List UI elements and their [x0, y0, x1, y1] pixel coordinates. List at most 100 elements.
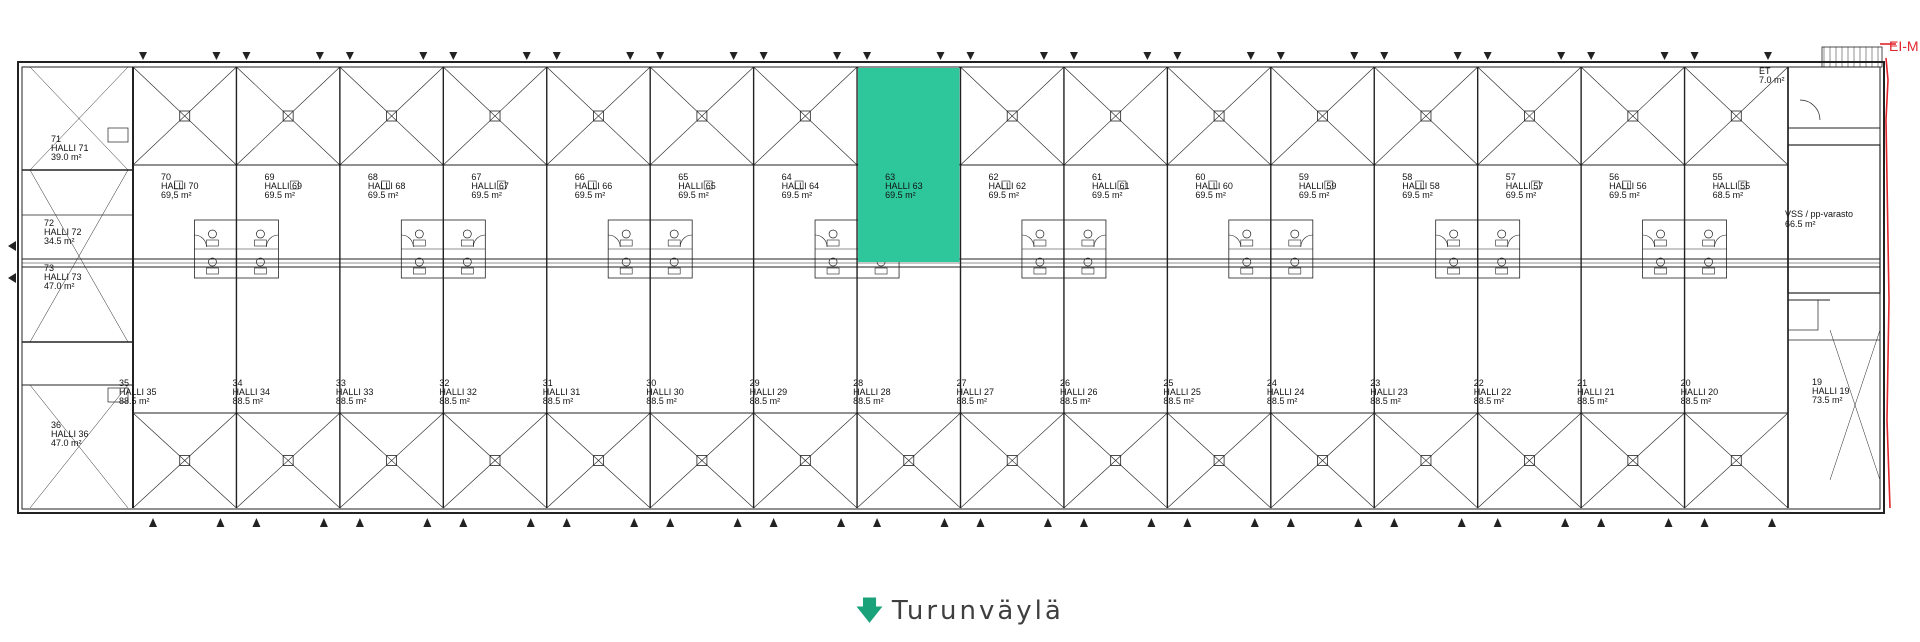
door-marker — [903, 455, 915, 466]
upper-unit-label-name: HALLI 70 — [161, 181, 199, 191]
unit-areas[interactable] — [858, 68, 960, 262]
door-diagonal — [1270, 66, 1375, 166]
storage-name: VSS / pp-varasto — [1785, 209, 1853, 219]
door-diagonal — [753, 412, 858, 509]
upper-unit-label-number: 55 — [1713, 172, 1723, 182]
door-arrow-icon — [552, 52, 561, 60]
door-swing — [1714, 234, 1727, 248]
unit-63-highlight[interactable] — [858, 68, 960, 262]
door-arrow-icon — [966, 52, 975, 60]
panel-icon — [1415, 180, 1424, 190]
lower-unit-label-number: 27 — [957, 378, 967, 388]
wall-line — [29, 169, 129, 343]
street-label: 🡇Turunväylä — [0, 592, 1920, 636]
upper-unit-label-name: HALLI 68 — [368, 181, 406, 191]
left-unit-label-number: 73 — [44, 263, 54, 273]
door-marker — [593, 455, 604, 466]
door-marker — [489, 455, 501, 466]
upper-unit-label-number: 66 — [575, 172, 585, 182]
left-unit-label-name: HALLI 36 — [51, 429, 89, 439]
lower-unit-label-number: 32 — [439, 378, 449, 388]
door-marker — [489, 110, 501, 122]
door-arrow-icon — [1276, 52, 1285, 60]
door-diagonal — [960, 66, 1065, 166]
panel-icon — [1531, 180, 1540, 190]
door-swing — [1799, 99, 1821, 121]
door-arrow-icon — [759, 52, 768, 60]
door-arrow-icon — [1587, 52, 1596, 60]
sink — [619, 267, 633, 275]
lower-unit-label-area: 88.5 m² — [1267, 396, 1298, 406]
door-marker — [179, 110, 191, 122]
toilet-icon — [1497, 257, 1507, 267]
door-arrow-icon — [1690, 52, 1699, 60]
upper-unit-label-area: 68.5 m² — [1713, 190, 1744, 200]
door-arrow-icon — [936, 52, 945, 60]
lower-unit-label-area: 88.5 m² — [1163, 396, 1194, 406]
sink — [413, 239, 426, 247]
door-diagonal — [1684, 412, 1789, 509]
toilet-icon — [669, 257, 679, 267]
sink — [461, 267, 474, 275]
upper-unit-label-number: 63 — [885, 172, 895, 182]
upper-unit-label-name: HALLI 60 — [1195, 181, 1233, 191]
door-diagonal — [1580, 66, 1685, 166]
sink — [1288, 239, 1302, 247]
sink — [874, 267, 888, 275]
door-diagonal — [546, 412, 651, 509]
lower-unit-label-number: 24 — [1267, 378, 1277, 388]
door-diagonal — [1167, 412, 1272, 509]
door-diagonal — [960, 412, 1065, 509]
lower-unit-label-area: 88.5 m² — [750, 396, 781, 406]
door-arrow-icon — [1173, 52, 1182, 60]
door-diagonal — [546, 66, 651, 166]
upper-unit-label-name: HALLI 66 — [575, 181, 613, 191]
toilet-icon — [1035, 257, 1045, 267]
upper-unit-label-area: 69.5 m² — [1609, 190, 1640, 200]
left-unit-label-area: 47.0 m² — [44, 281, 75, 291]
upper-unit-label-number: 62 — [989, 172, 999, 182]
left-unit-label-name: HALLI 72 — [44, 227, 82, 237]
lower-unit-label-number: 22 — [1474, 378, 1484, 388]
door-arrow-icon — [1039, 52, 1048, 60]
panel-icon — [1001, 180, 1011, 190]
upper-unit-label-number: 60 — [1195, 172, 1205, 182]
upper-unit-label-area: 69.5 m² — [1506, 190, 1537, 200]
toilet-icon — [1704, 229, 1713, 239]
sink — [1495, 239, 1508, 247]
door-swing — [266, 234, 279, 248]
wc-box — [107, 387, 129, 403]
door-arrow-icon — [1493, 518, 1502, 527]
upper-unit-label-number: 57 — [1506, 172, 1516, 182]
lower-unit-label-name: HALLI 32 — [439, 387, 477, 397]
outer-wall — [17, 61, 1885, 514]
door-marker — [1317, 455, 1328, 466]
toilet-icon — [1083, 229, 1093, 239]
panel-icon — [1324, 180, 1334, 190]
toilet-cluster — [1208, 180, 1334, 279]
door-arrow-icon — [449, 52, 458, 60]
panel-icon — [290, 180, 299, 190]
sink — [1081, 267, 1095, 275]
panel-icon — [587, 180, 597, 190]
door-arrow-icon — [656, 52, 665, 60]
door-diagonal — [339, 66, 444, 166]
lower-unit-label-number: 35 — [119, 378, 129, 388]
lower-unit-label-number: 30 — [646, 378, 656, 388]
upper-unit-label-name: HALLI 64 — [782, 181, 820, 191]
street-name: Turunväylä — [891, 596, 1064, 626]
toilet-icon — [1656, 229, 1665, 239]
door-diagonal — [1270, 412, 1375, 509]
upper-unit-label-name: HALLI 55 — [1713, 181, 1751, 191]
door-marker — [1006, 110, 1018, 122]
door-diagonal — [1684, 66, 1789, 166]
lower-unit-label-name: HALLI 22 — [1474, 387, 1512, 397]
sink — [254, 267, 267, 275]
sink — [1288, 267, 1302, 275]
left-unit-label-number: 72 — [44, 218, 54, 228]
toilet-cluster — [1001, 180, 1127, 279]
door-diagonal — [236, 66, 341, 166]
sink — [1654, 267, 1667, 275]
lower-unit-label-area: 88.5 m² — [1060, 396, 1091, 406]
upper-unit-label-area: 69.5 m² — [1092, 190, 1123, 200]
